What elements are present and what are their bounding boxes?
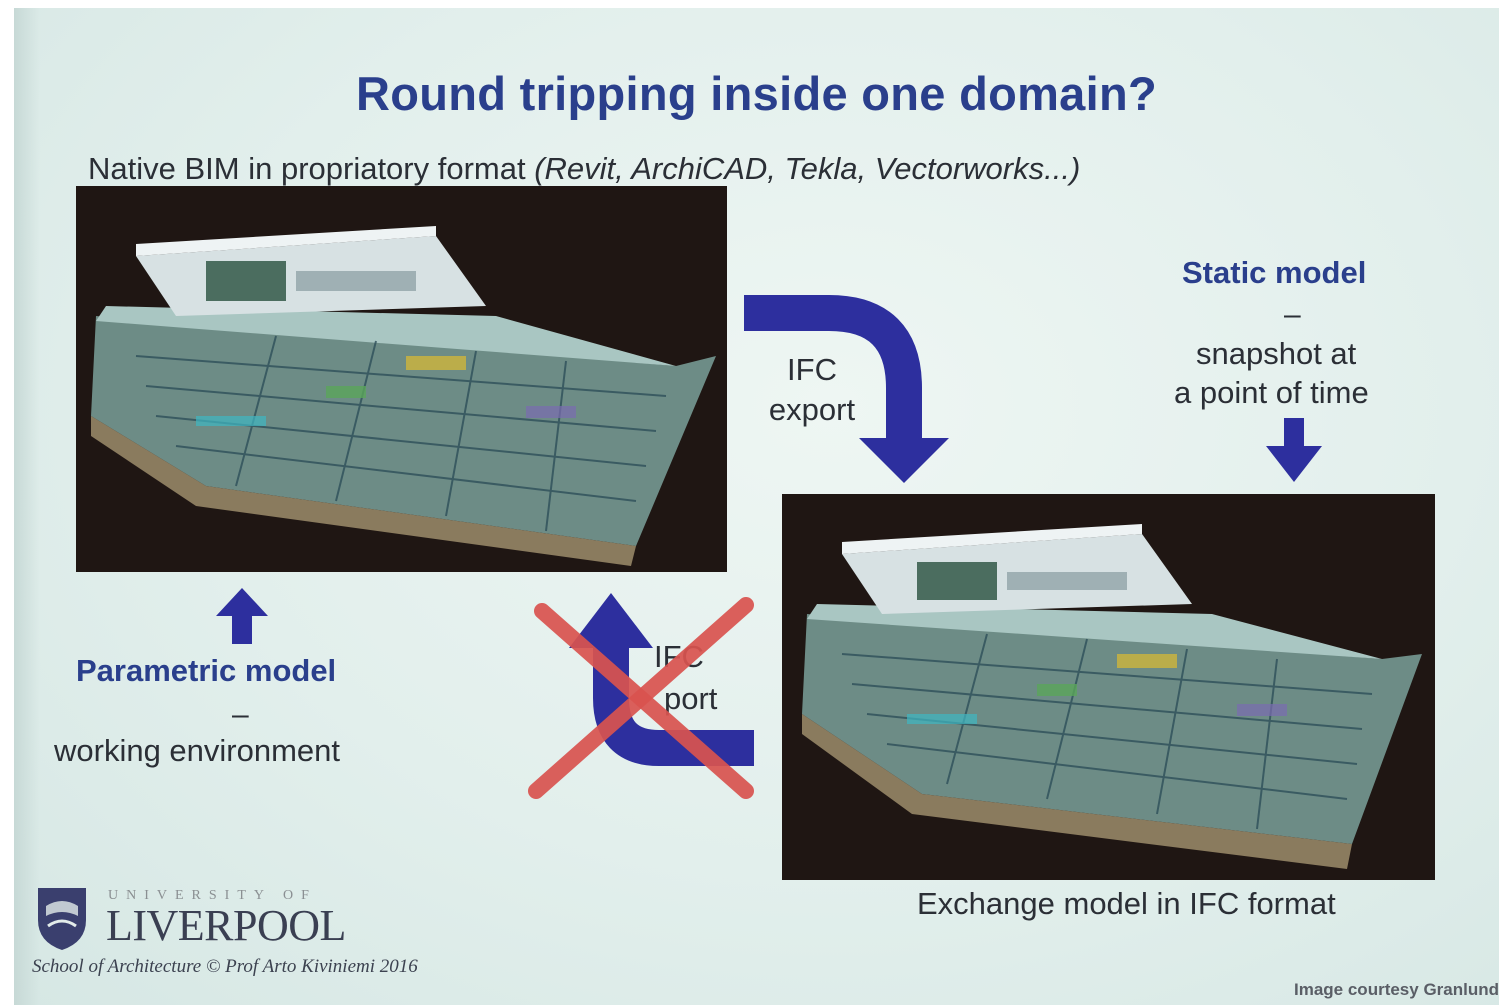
- ifc-export-arrow: [744, 295, 949, 483]
- static-model-heading: Static model: [1182, 255, 1367, 290]
- static-model-line2: a point of time: [1174, 375, 1369, 410]
- red-cross-icon: [528, 597, 754, 799]
- slide: Round tripping inside one domain? Native…: [14, 8, 1499, 1005]
- subtitle-text: Native BIM in propriatory format: [88, 151, 535, 186]
- logo-liverpool: LIVERPOOL: [106, 901, 346, 950]
- parametric-model-dash: –: [232, 698, 249, 731]
- exchange-model-image: [782, 494, 1435, 880]
- image-courtesy: Image courtesy Granlund: [1294, 980, 1499, 999]
- static-model-line1: snapshot at: [1196, 336, 1357, 371]
- parametric-model-up-arrow: [216, 588, 268, 644]
- exchange-model-caption: Exchange model in IFC format: [917, 886, 1336, 921]
- slide-subtitle: Native BIM in propriatory format (Revit,…: [88, 151, 1080, 187]
- footer-credit: School of Architecture © Prof Arto Kivin…: [32, 956, 418, 977]
- logo-university-of: UNIVERSITY OF: [108, 888, 317, 903]
- shield-icon: [38, 888, 86, 950]
- slide-title: Round tripping inside one domain?: [355, 67, 1157, 120]
- ifc-export-label: IFC export: [768, 352, 856, 427]
- projector-edge-shadow: [14, 8, 40, 1005]
- subtitle-software-list: (Revit, ArchiCAD, Tekla, Vectorworks...): [534, 151, 1081, 186]
- static-model-down-arrow: [1266, 418, 1322, 482]
- parametric-model-line1: working environment: [54, 733, 341, 768]
- university-logo: UNIVERSITY OF LIVERPOOL: [36, 880, 416, 960]
- parametric-model-heading: Parametric model: [76, 653, 337, 688]
- native-bim-image: [76, 186, 727, 572]
- static-model-dash: –: [1284, 298, 1301, 331]
- ifc-import-arrow: [569, 593, 754, 766]
